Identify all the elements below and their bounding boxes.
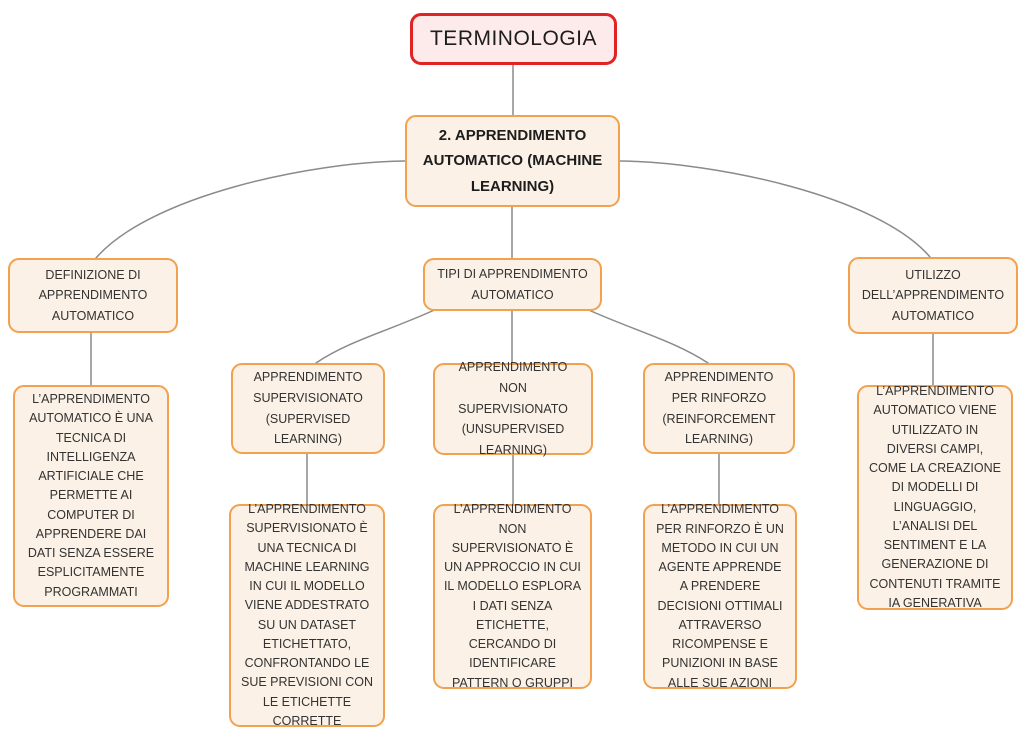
node-supervisionato-detail-label: L’APPRENDIMENTO SUPERVISIONATO È UNA TEC… (241, 502, 373, 728)
node-definizione-detail[interactable]: L’APPRENDIMENTO AUTOMATICO È UNA TECNICA… (13, 385, 169, 607)
node-supervisionato[interactable]: APPRENDIMENTO SUPERVISIONATO (SUPERVISED… (231, 363, 385, 454)
node-rinforzo-detail[interactable]: L’APPRENDIMENTO PER RINFORZO È UN METODO… (643, 502, 797, 690)
node-definizione-detail-label: L’APPRENDIMENTO AUTOMATICO È UNA TECNICA… (27, 392, 155, 599)
node-non-supervisionato-detail[interactable]: L’APPRENDIMENTO NON SUPERVISIONATO È UN … (433, 502, 592, 690)
node-definizione[interactable]: DEFINIZIONE DI APPRENDIMENTO AUTOMATICO (8, 258, 178, 333)
node-rinforzo-detail-label: L’APPRENDIMENTO PER RINFORZO È UN METODO… (656, 502, 784, 690)
node-tipi-label: TIPI DI APPRENDIMENTO AUTOMATICO (437, 266, 588, 302)
node-supervisionato-label: APPRENDIMENTO SUPERVISIONATO (SUPERVISED… (253, 370, 363, 447)
node-non-supervisionato-detail-label: L’APPRENDIMENTO NON SUPERVISIONATO È UN … (443, 502, 582, 690)
connector-main-definizione (95, 160, 406, 259)
connector-tipi-rinforzo (581, 306, 709, 364)
node-terminologia-label: TERMINOLOGIA (429, 27, 598, 50)
node-utilizzo-detail-label: L’APPRENDIMENTO AUTOMATICO VIENE UTILIZZ… (869, 384, 1001, 610)
connector-tipi-supervisionato (315, 306, 442, 364)
node-non-supervisionato-label: APPRENDIMENTO NON SUPERVISIONATO (UNSUPE… (458, 360, 568, 457)
node-utilizzo-detail[interactable]: L’APPRENDIMENTO AUTOMATICO VIENE UTILIZZ… (857, 384, 1013, 610)
node-utilizzo-label: UTILIZZO DELL’APPRENDIMENTO AUTOMATICO (861, 267, 1005, 323)
node-terminologia[interactable]: TERMINOLOGIA (410, 13, 617, 65)
node-rinforzo-label: APPRENDIMENTO PER RINFORZO (REINFORCEMEN… (662, 370, 776, 447)
node-tipi[interactable]: TIPI DI APPRENDIMENTO AUTOMATICO (423, 258, 602, 311)
connector-main-utilizzo (619, 160, 931, 258)
node-utilizzo[interactable]: UTILIZZO DELL’APPRENDIMENTO AUTOMATICO (848, 257, 1018, 334)
node-supervisionato-detail[interactable]: L’APPRENDIMENTO SUPERVISIONATO È UNA TEC… (229, 502, 385, 728)
node-apprendimento-automatico-label: 2. APPRENDIMENTO AUTOMATICO (MACHINE LEA… (422, 127, 603, 195)
node-non-supervisionato[interactable]: APPRENDIMENTO NON SUPERVISIONATO (UNSUPE… (433, 360, 593, 457)
node-apprendimento-automatico[interactable]: 2. APPRENDIMENTO AUTOMATICO (MACHINE LEA… (405, 115, 620, 207)
node-definizione-label: DEFINIZIONE DI APPRENDIMENTO AUTOMATICO (38, 267, 148, 323)
node-rinforzo[interactable]: APPRENDIMENTO PER RINFORZO (REINFORCEMEN… (643, 363, 795, 454)
